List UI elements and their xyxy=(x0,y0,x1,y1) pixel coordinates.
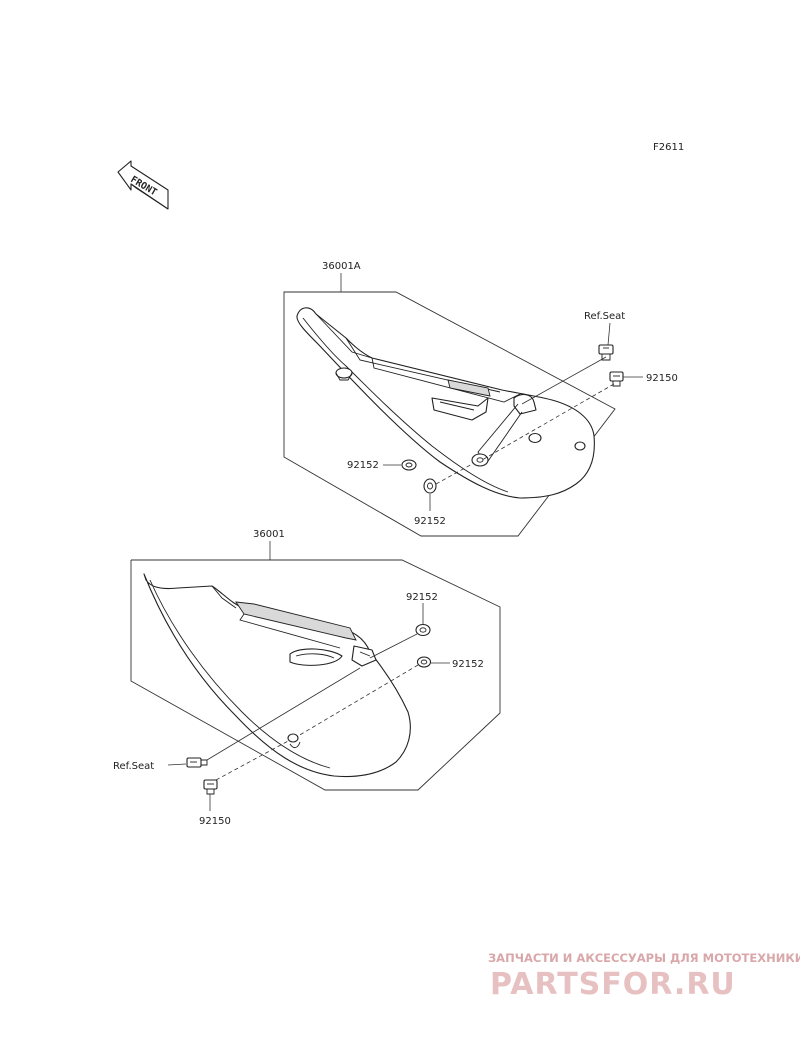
label-ref-seat-lower: Ref.Seat xyxy=(113,761,154,772)
label-92150-upper: 92150 xyxy=(646,373,678,384)
part-label-36001: 36001 xyxy=(253,529,285,540)
bolt-ref-seat-upper xyxy=(598,344,614,361)
part-label-36001A: 36001A xyxy=(322,261,361,272)
watermark-subtitle: ЗАПЧАСТИ И АКСЕССУАРЫ ДЛЯ МОТОТЕХНИКИ xyxy=(488,951,800,965)
lower-assembly: 36001 92152 92152 xyxy=(113,529,501,827)
side-cover-36001 xyxy=(143,573,411,777)
bolt-ref-seat-lower xyxy=(186,757,208,768)
collar-92152-lower-top xyxy=(415,623,431,637)
watermark-brand: PARTSFOR.RU xyxy=(490,967,736,1002)
label-92152-lower-right: 92152 xyxy=(452,659,484,670)
bolt-92150-upper xyxy=(609,371,624,387)
collar-92152-upper-bottom xyxy=(423,478,437,494)
label-92152-lower-top: 92152 xyxy=(406,592,438,603)
upper-assembly: 36001A Ref.Seat xyxy=(283,261,678,537)
collar-92152-lower-right xyxy=(416,656,432,668)
label-92152-upper-bottom: 92152 xyxy=(414,516,446,527)
lower-frame xyxy=(130,559,501,791)
label-92152-upper-left: 92152 xyxy=(347,460,379,471)
collar-92152-upper-left xyxy=(401,459,417,471)
bolt-92150-lower xyxy=(203,779,218,795)
label-92150-lower: 92150 xyxy=(199,816,231,827)
diagram-code: F2611 xyxy=(653,142,684,153)
watermark: ЗАПЧАСТИ И АКСЕССУАРЫ ДЛЯ МОТОТЕХНИКИ PA… xyxy=(488,951,800,1002)
front-direction-arrow-icon: FRONT xyxy=(117,160,169,210)
label-ref-seat-upper: Ref.Seat xyxy=(584,311,625,322)
